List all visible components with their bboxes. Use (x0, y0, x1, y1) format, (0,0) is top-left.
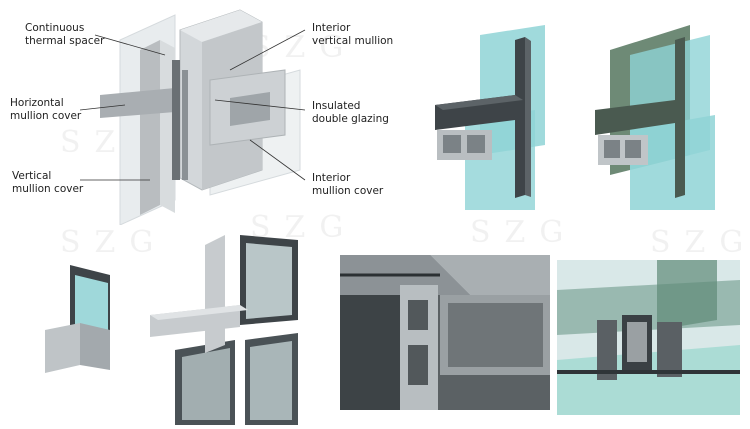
watermark: SZG (470, 215, 578, 250)
split-frame-render (140, 235, 340, 425)
label-interior-vertical-mullion: Interior vertical mullion (312, 22, 394, 47)
profile-closeup-render (340, 255, 550, 410)
label-continuous-thermal-spacer: Continuous thermal spacer (25, 22, 105, 47)
cutaway-illustration (79, 9, 306, 225)
green-frame-junction-render (590, 25, 740, 210)
label-insulated-double-glazing: Insulated double glazing (312, 100, 389, 125)
label-interior-mullion-cover: Interior mullion cover (312, 172, 384, 197)
watermark: SZG (650, 225, 750, 260)
mounting-bracket-render (557, 260, 740, 415)
label-horizontal-mullion-cover: Horizontal mullion cover (10, 97, 82, 122)
single-unit-render (40, 265, 130, 375)
label-vertical-mullion-cover: Vertical mullion cover (12, 170, 84, 195)
labeled-cutaway-diagram: Continuous thermal spacer Horizontal mul… (0, 0, 400, 225)
dark-frame-junction-render (425, 25, 575, 210)
